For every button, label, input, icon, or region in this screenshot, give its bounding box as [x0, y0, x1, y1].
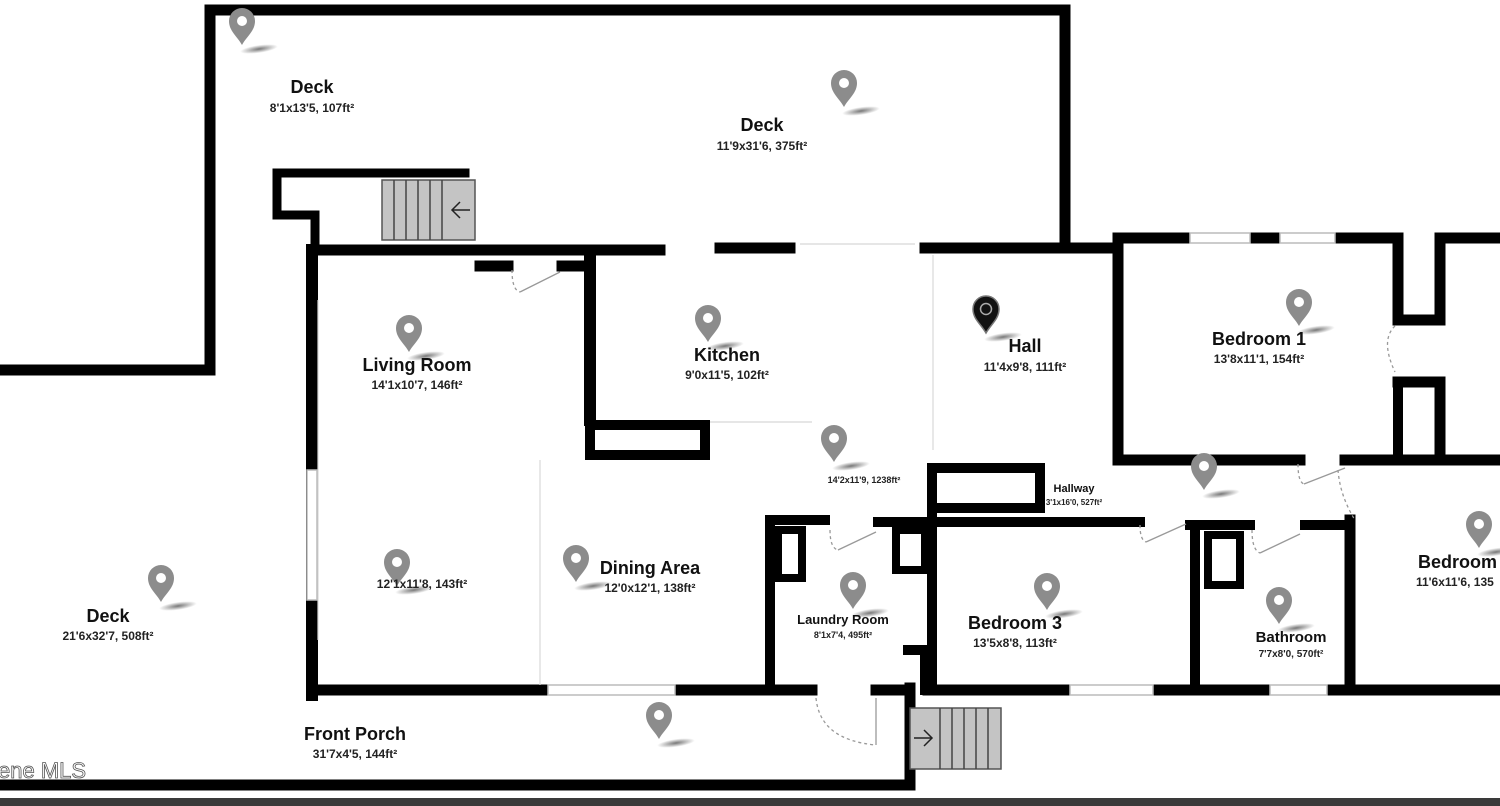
room-name: Hall	[1008, 336, 1041, 356]
location-pin-icon[interactable]	[646, 702, 696, 750]
location-pin-icon[interactable]	[1266, 587, 1316, 635]
room-name: Dining Area	[600, 558, 701, 578]
room-dimensions: 11'4x9'8, 111ft²	[984, 360, 1066, 374]
arrow-left-icon	[450, 201, 470, 219]
partition-lines	[317, 243, 934, 685]
room-dimensions: 11'9x31'6, 375ft²	[717, 139, 807, 153]
location-pin-icon[interactable]	[148, 565, 198, 613]
location-pin-icon[interactable]	[831, 70, 881, 118]
room-dimensions: 13'5x8'8, 113ft²	[973, 636, 1057, 650]
room-deck-upper: Deck 11'9x31'6, 375ft²	[717, 115, 807, 153]
room-dimensions: 14'2x11'9, 1238ft²	[828, 475, 901, 485]
room-name: Hallway	[1054, 483, 1096, 495]
location-pin-icon[interactable]	[821, 425, 871, 473]
door-swings	[511, 269, 1396, 746]
windows	[306, 232, 1336, 696]
room-dimensions: 21'6x32'7, 508ft²	[62, 629, 153, 643]
room-dimensions: 31'7x4'5, 144ft²	[313, 747, 397, 761]
arrow-right-icon	[914, 729, 934, 747]
room-bathroom: Bathroom 7'7x8'0, 570ft²	[1256, 629, 1327, 660]
room-bedroom-3: Bedroom 3 13'5x8'8, 113ft²	[968, 613, 1062, 650]
room-unnamed-center: 14'2x11'9, 1238ft²	[828, 475, 901, 485]
room-dimensions: 11'6x11'6, 135	[1416, 575, 1494, 589]
room-name: Front Porch	[304, 724, 406, 744]
room-kitchen: Kitchen 9'0x11'5, 102ft²	[685, 345, 769, 382]
room-dimensions: 12'0x12'1, 138ft²	[604, 581, 695, 595]
room-dimensions: 7'7x8'0, 570ft²	[1259, 649, 1324, 660]
room-name: Kitchen	[694, 345, 760, 365]
room-hallway: Hallway 3'1x16'0, 527ft²	[1046, 483, 1103, 507]
room-dimensions: 14'1x10'7, 146ft²	[371, 378, 462, 392]
room-hall: Hall 11'4x9'8, 111ft²	[984, 336, 1066, 374]
room-dimensions: 12'1x11'8, 143ft²	[377, 577, 467, 591]
room-dimensions: 3'1x16'0, 527ft²	[1046, 498, 1103, 507]
room-deck-left: Deck 21'6x32'7, 508ft²	[62, 606, 153, 643]
room-name: Laundry Room	[797, 612, 889, 627]
room-laundry-room: Laundry Room 8'1x7'4, 495ft²	[797, 612, 889, 640]
room-name: Deck	[290, 77, 334, 97]
room-name: Deck	[86, 606, 130, 626]
room-name: Bathroom	[1256, 629, 1327, 646]
room-dimensions: 13'8x11'1, 154ft²	[1214, 352, 1304, 366]
stairs-back	[381, 179, 476, 241]
room-front-porch: Front Porch 31'7x4'5, 144ft²	[304, 724, 406, 761]
room-living-lower: 12'1x11'8, 143ft²	[377, 577, 467, 591]
watermark: ene MLS	[0, 758, 86, 783]
photo-strip	[0, 798, 1500, 806]
room-name: Bedroom 1	[1212, 329, 1306, 349]
room-name: Living Room	[363, 355, 472, 375]
room-name: Bedroom	[1418, 552, 1497, 572]
room-dimensions: 8'1x7'4, 495ft²	[814, 630, 872, 640]
stairs-front	[909, 707, 1002, 770]
room-name: Bedroom 3	[968, 613, 1062, 633]
room-bedroom-right: Bedroom 11'6x11'6, 135	[1416, 552, 1497, 589]
room-bedroom-1: Bedroom 1 13'8x11'1, 154ft²	[1212, 329, 1306, 366]
room-living-room: Living Room 14'1x10'7, 146ft²	[363, 355, 472, 392]
room-deck-upper-left: Deck 8'1x13'5, 107ft²	[270, 77, 354, 115]
room-dimensions: 8'1x13'5, 107ft²	[270, 101, 354, 115]
room-name: Deck	[740, 115, 784, 135]
room-dining-area: Dining Area 12'0x12'1, 138ft²	[600, 558, 701, 595]
room-dimensions: 9'0x11'5, 102ft²	[685, 368, 769, 382]
walls	[0, 4, 1500, 791]
